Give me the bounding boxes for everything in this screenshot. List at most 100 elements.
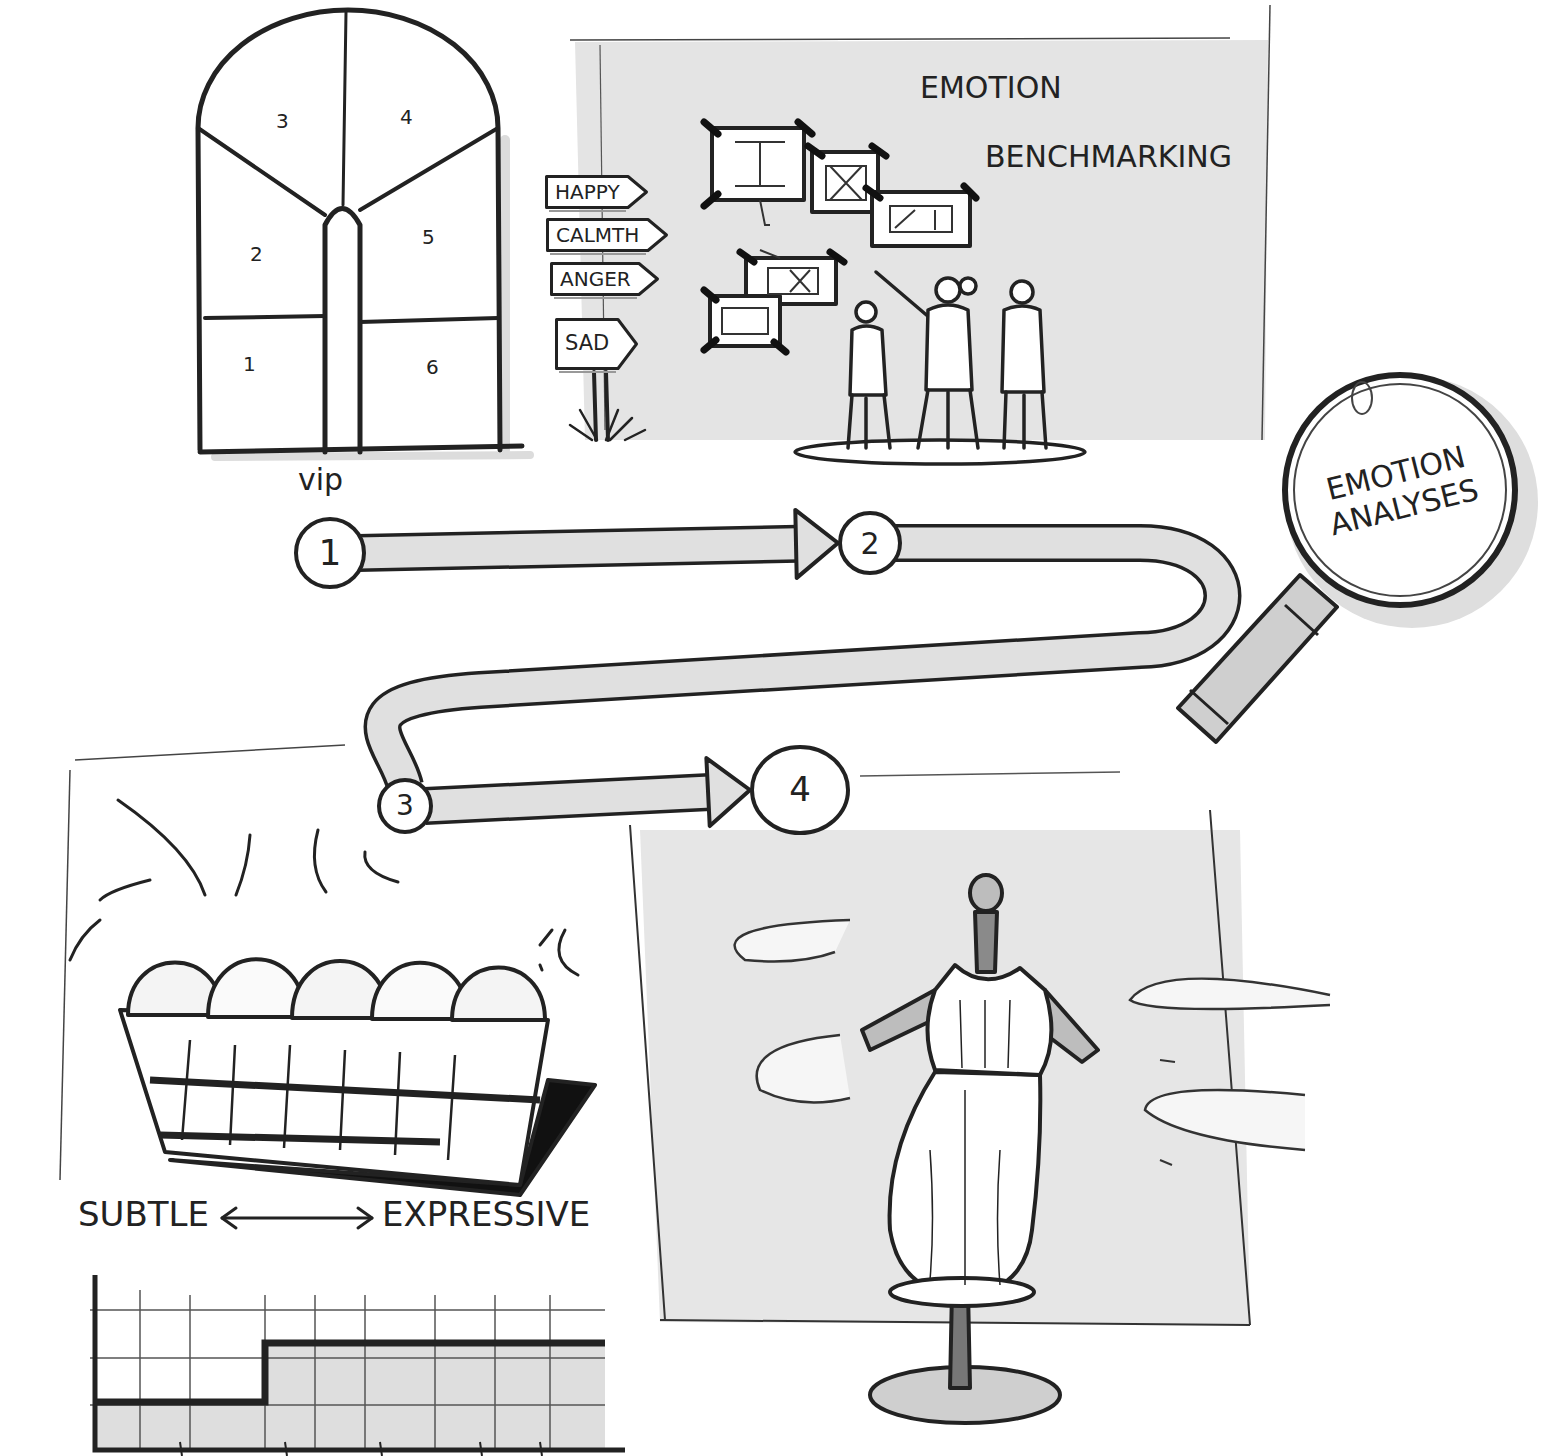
mannequin-panel (757, 1035, 850, 1103)
node-text: 3 (396, 791, 414, 822)
mannequin-panel (1160, 1060, 1175, 1165)
lens-rim (1285, 375, 1515, 605)
signpost (570, 410, 645, 440)
step-circle: 2 (838, 511, 902, 575)
people-figures (936, 278, 960, 302)
expression-rays (70, 800, 578, 975)
signpost (606, 372, 608, 440)
roll-basket (452, 968, 545, 1021)
mannequin-panel (1145, 1090, 1305, 1150)
zone-number-holder: 6 (426, 356, 439, 379)
sign-shadow (554, 297, 637, 299)
lens-shadow (1286, 376, 1538, 628)
emotion-sign: CALMTH (546, 218, 668, 252)
scale-label-holder: SUBTLE (78, 1195, 209, 1234)
flow-band (425, 758, 750, 826)
zone-label: vip (298, 463, 343, 498)
expression-rays (236, 835, 250, 895)
flow-band-fill (358, 544, 798, 553)
people-figures (795, 272, 1085, 464)
roll-basket (120, 1010, 548, 1185)
zone-label-holder: vip (298, 463, 343, 498)
emotion-sign: HAPPY (545, 175, 648, 209)
node-text: 2 (860, 527, 879, 560)
moodboard-sketch (768, 268, 818, 294)
zone-number: 3 (276, 110, 289, 133)
expression-rays (118, 800, 205, 895)
people-figures (876, 272, 930, 318)
expression-rays (70, 920, 100, 960)
people-figures (1002, 306, 1044, 392)
expression-rays (314, 830, 326, 892)
people-figures (795, 440, 1085, 464)
moodboard-frames (812, 152, 878, 212)
magnifier-lens: EMOTION ANALYSES (1282, 372, 1518, 608)
mannequin-panel (630, 810, 1250, 1325)
roll-basket (150, 1080, 540, 1142)
people-figures (926, 305, 972, 390)
zone-number-holder: 1 (243, 353, 256, 376)
flow-band-outline (358, 544, 798, 553)
step-chart (180, 1442, 542, 1456)
floor-plan (215, 455, 530, 457)
circle-outline (296, 519, 364, 587)
double-arrow (222, 1208, 236, 1228)
arrow-head (795, 510, 838, 578)
floor-plan (198, 128, 325, 215)
magnifier-handle (1190, 690, 1228, 724)
emotion-sign: SAD (555, 318, 638, 370)
moodboard-sketch (890, 206, 952, 232)
sign-shadow (550, 253, 646, 255)
benchmark-ground (1262, 5, 1270, 440)
expression-rays (100, 880, 150, 900)
node-text: 4 (789, 771, 811, 808)
magnifier-handle (1178, 575, 1337, 742)
zone-number-holder: 5 (422, 226, 435, 249)
lens-shadow (1286, 376, 1538, 628)
moodboard-sketch (735, 142, 785, 186)
lens-glint (1352, 382, 1372, 414)
people-figures (856, 302, 876, 322)
mannequin (862, 875, 1098, 1423)
expression-rays (540, 930, 578, 975)
zone-number: 1 (243, 353, 256, 376)
circle-outline (752, 747, 848, 833)
scale-label-holder: EXPRESSIVE (382, 1195, 590, 1234)
step-circle: 3 (377, 778, 433, 834)
double-arrow (222, 1208, 372, 1228)
lens-inner-rim (1294, 384, 1506, 596)
sign-shadow (559, 371, 616, 373)
zone-number-holder: 3 (276, 110, 289, 133)
zone-number: 6 (426, 356, 439, 379)
people-figures (918, 390, 978, 448)
node-text: CALMTH (546, 218, 668, 252)
roll-basket (120, 959, 595, 1195)
mannequin (862, 990, 937, 1050)
people-figures (1004, 392, 1046, 448)
sketch-frame (75, 745, 345, 760)
people-figures (960, 278, 976, 294)
people-figures (1011, 281, 1033, 303)
mannequin-panel (640, 830, 1250, 1325)
magnifier-handle (1285, 605, 1318, 635)
mannequin (890, 1278, 1034, 1306)
moodboard-frames (710, 296, 780, 346)
double-arrow (358, 1208, 372, 1228)
roll-basket (208, 959, 305, 1017)
node-text: SAD (555, 326, 638, 361)
mannequin-panel (1130, 979, 1330, 1009)
people-figures (850, 326, 886, 395)
step-chart (97, 1343, 605, 1402)
mannequin (928, 965, 1052, 1075)
floor-plan (360, 318, 498, 322)
circle-outline (379, 780, 431, 832)
scale-label: SUBTLE (78, 1195, 209, 1234)
floor-plan (343, 12, 346, 205)
floor-plan (325, 209, 360, 453)
flow-band-outline (425, 792, 710, 806)
zone-number-holder: 2 (250, 243, 263, 266)
sign-shadow (549, 210, 626, 212)
floor-plan (205, 316, 325, 318)
